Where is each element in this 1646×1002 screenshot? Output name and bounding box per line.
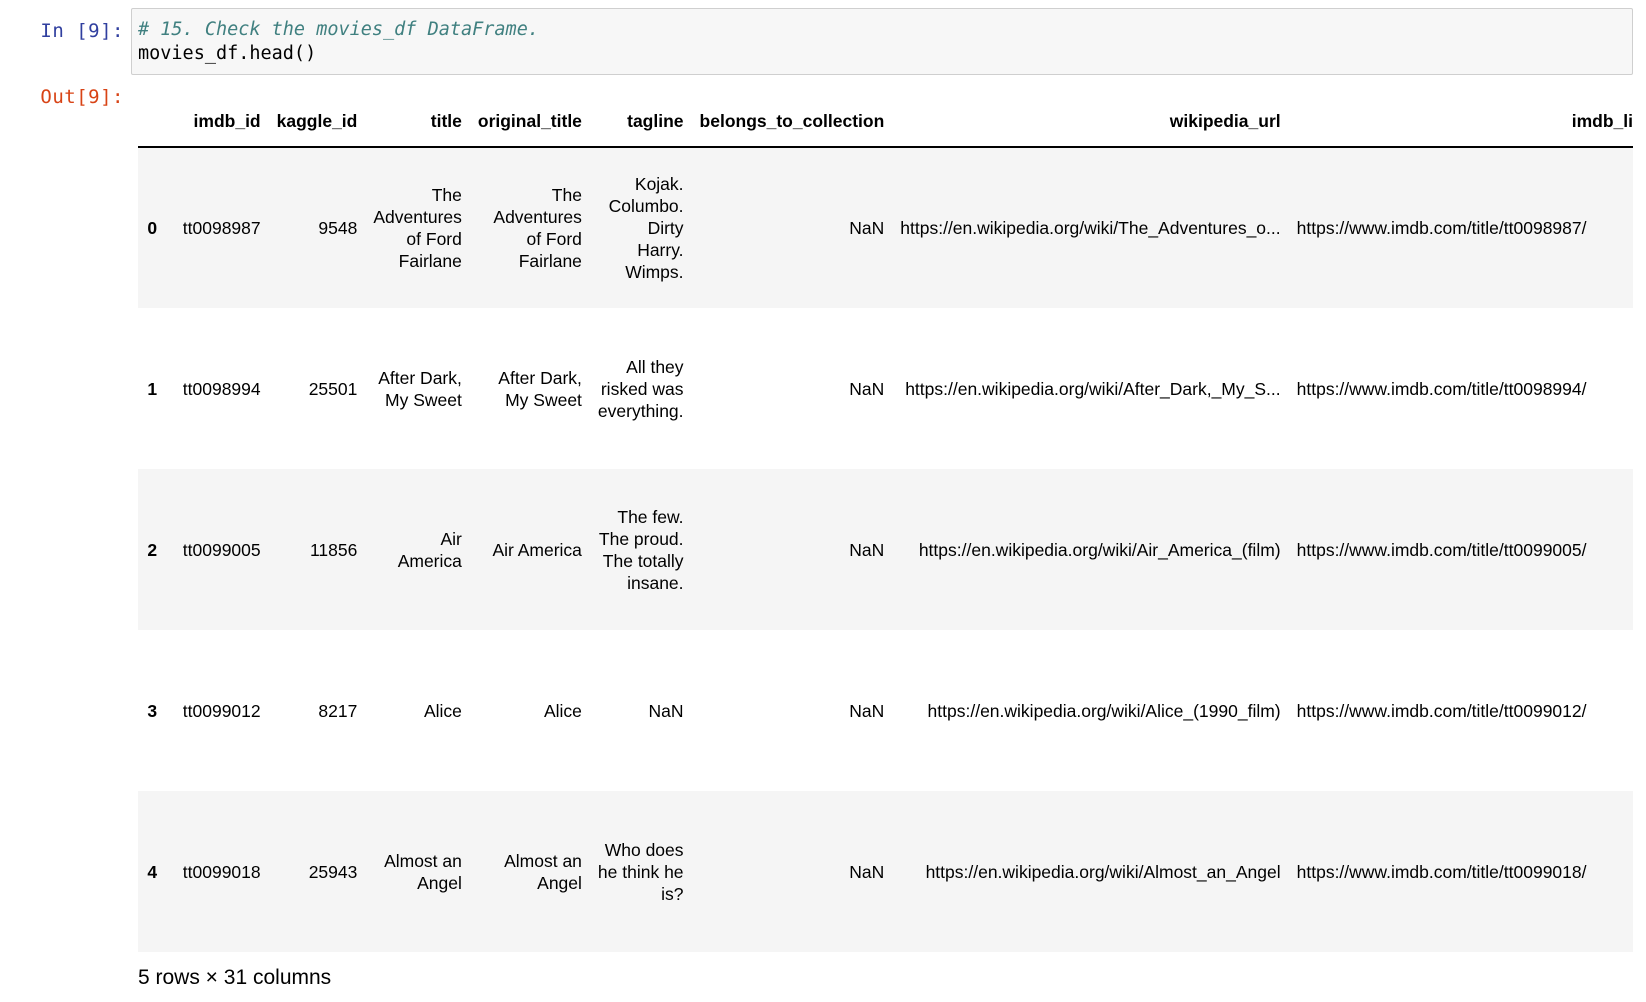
column-header-tagline: tagline	[589, 96, 692, 148]
column-header-imdb-link: imdb_li	[1288, 96, 1633, 148]
cell-title: The Adventures of Ford Fairlane	[373, 185, 462, 271]
dataframe-table: imdb_id kaggle_id title original_title t…	[138, 96, 1633, 952]
cell-original-title: Almost an Angel	[504, 850, 582, 893]
row-index: 1	[147, 378, 158, 399]
cell-original-title: Air America	[492, 539, 582, 560]
column-header-original-title: original_title	[469, 96, 590, 148]
column-header-title: title	[365, 96, 470, 148]
cell-tagline: The few. The proud. The totally insane.	[598, 506, 684, 593]
cell-belongs-to-collection: NaN	[849, 218, 885, 238]
table-row: 2 tt0099005 11856 Air America Air Americ…	[138, 469, 1633, 630]
cell-kaggle-id: 25943	[308, 861, 358, 882]
cell-original-title: The Adventures of Ford Fairlane	[493, 185, 582, 271]
cell-imdb-link: https://www.imdb.com/title/tt0099012/	[1296, 700, 1587, 721]
cell-imdb-id: tt0099018	[182, 861, 261, 882]
cell-belongs-to-collection: NaN	[849, 378, 885, 399]
cell-tagline: All they risked was everything.	[597, 356, 684, 421]
column-header-kaggle-id: kaggle_id	[268, 96, 366, 148]
output-prompt: Out[9]:	[40, 86, 124, 108]
cell-original-title: After Dark, My Sweet	[498, 367, 582, 410]
cell-title: Alice	[423, 700, 462, 721]
cell-wikipedia-url: https://en.wikipedia.org/wiki/The_Advent…	[900, 218, 1281, 238]
cell-belongs-to-collection: NaN	[849, 861, 885, 882]
table-row: 1 tt0098994 25501 After Dark, My Sweet A…	[138, 308, 1633, 469]
cell-imdb-link: https://www.imdb.com/title/tt0098987/	[1296, 218, 1587, 238]
column-header-wikipedia-url: wikipedia_url	[892, 96, 1289, 148]
cell-imdb-link: https://www.imdb.com/title/tt0099005/	[1296, 539, 1587, 560]
cell-wikipedia-url: https://en.wikipedia.org/wiki/Air_Americ…	[918, 539, 1281, 560]
cell-kaggle-id: 8217	[318, 700, 358, 721]
cell-title: Almost an Angel	[384, 850, 462, 893]
cell-kaggle-id: 11856	[309, 539, 358, 560]
cell-wikipedia-url: https://en.wikipedia.org/wiki/After_Dark…	[905, 378, 1281, 399]
dataframe-shape-summary: 5 rows × 31 columns	[138, 966, 332, 989]
cell-tagline: NaN	[648, 700, 684, 721]
row-index: 3	[147, 700, 158, 721]
cell-wikipedia-url: https://en.wikipedia.org/wiki/Almost_an_…	[925, 861, 1281, 882]
row-index: 4	[147, 861, 158, 882]
cell-belongs-to-collection: NaN	[849, 539, 885, 560]
cell-imdb-id: tt0099005	[182, 539, 261, 560]
cell-wikipedia-url: https://en.wikipedia.org/wiki/Alice_(199…	[927, 700, 1281, 721]
table-row: 0 tt0098987 9548 The Adventures of Ford …	[138, 147, 1633, 308]
column-header-belongs-to-collection: belongs_to_collection	[691, 96, 893, 148]
cell-imdb-link: https://www.imdb.com/title/tt0099018/	[1296, 861, 1587, 882]
cell-imdb-id: tt0098987	[182, 218, 261, 238]
cell-kaggle-id: 25501	[308, 378, 358, 399]
cell-imdb-id: tt0099012	[182, 700, 261, 721]
input-prompt: In [9]:	[40, 20, 124, 42]
cell-belongs-to-collection: NaN	[849, 700, 885, 721]
row-index: 0	[147, 218, 158, 238]
cell-tagline: Kojak. Columbo. Dirty Harry. Wimps.	[608, 174, 684, 282]
header-row: imdb_id kaggle_id title original_title t…	[138, 96, 1633, 148]
column-header-imdb-id: imdb_id	[165, 96, 269, 148]
cell-tagline: Who does he think he is?	[597, 839, 684, 904]
code-line: movies_df.head()	[138, 43, 317, 64]
cell-kaggle-id: 9548	[318, 218, 358, 238]
cell-imdb-id: tt0098994	[182, 378, 261, 399]
cell-original-title: Alice	[543, 700, 582, 721]
table-row: 4 tt0099018 25943 Almost an Angel Almost…	[138, 791, 1633, 952]
table-row: 3 tt0099012 8217 Alice Alice NaN NaN htt…	[138, 630, 1633, 791]
cell-imdb-link: https://www.imdb.com/title/tt0098994/	[1296, 378, 1587, 399]
code-comment: # 15. Check the movies_df DataFrame.	[138, 19, 539, 40]
index-header	[138, 96, 166, 148]
dataframe-output: imdb_id kaggle_id title original_title t…	[138, 96, 1633, 1002]
cell-title: Air America	[397, 528, 462, 571]
cell-title: After Dark, My Sweet	[378, 367, 462, 410]
code-input-area[interactable]: # 15. Check the movies_df DataFrame. mov…	[131, 8, 1633, 75]
row-index: 2	[147, 539, 158, 560]
